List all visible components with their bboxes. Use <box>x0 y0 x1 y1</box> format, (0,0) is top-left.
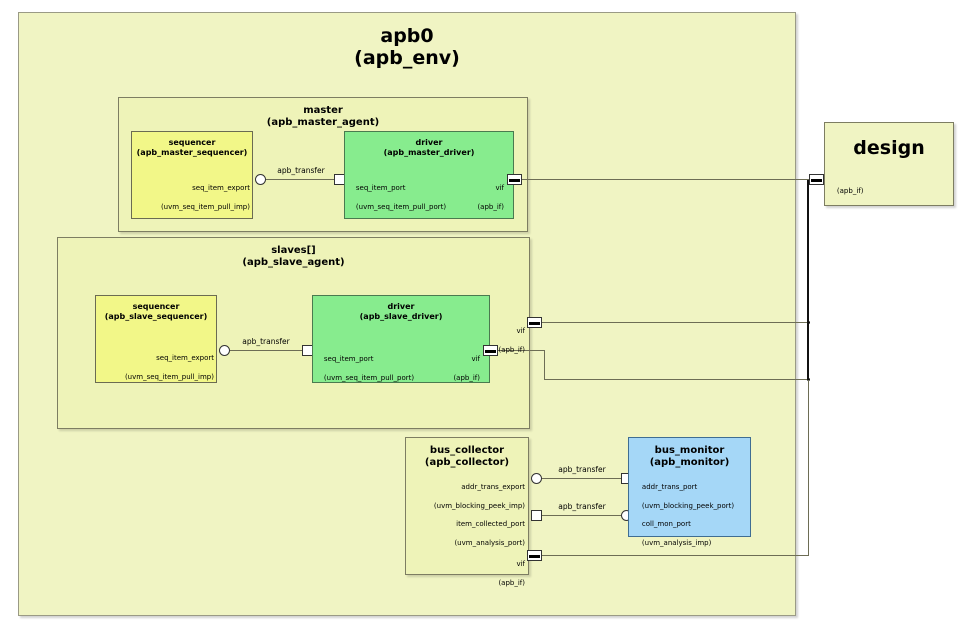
slave-driver-vif-port[interactable] <box>483 345 498 356</box>
master-sequencer-export-port[interactable] <box>255 174 266 185</box>
slave-driver-vif-wire-seg1 <box>498 350 544 351</box>
collector-vif-type: (apb_if) <box>498 579 525 588</box>
collector-vif-name: vif <box>516 560 525 569</box>
monitor-addr-port-type: (uvm_blocking_peek_port) <box>641 502 735 511</box>
master-driver-title: driver <box>415 138 443 147</box>
bus-collector-block: bus_collector (apb_collector) <box>405 437 529 575</box>
master-agent-subtitle: (apb_master_agent) <box>266 117 380 128</box>
slave-agent-vif-type: (apb_if) <box>498 346 525 355</box>
slave-agent-vif-name: vif <box>516 327 525 336</box>
master-seq-driver-wire <box>266 179 334 180</box>
design-bus-line <box>807 180 809 380</box>
master-drv-vif-type: (apb_if) <box>477 203 504 212</box>
collector-vif-wire-v <box>808 379 809 556</box>
collector-vif-port[interactable] <box>527 550 542 561</box>
slave-driver-block: driver (apb_slave_driver) <box>312 295 490 383</box>
master-transfer-label: apb_transfer <box>277 166 325 175</box>
bus-monitor-block: bus_monitor (apb_monitor) <box>628 437 751 537</box>
slave-seq-driver-wire <box>230 350 302 351</box>
slave-drv-port-type: (uvm_seq_item_pull_port) <box>323 374 415 383</box>
collector-monitor-wire-1 <box>542 478 621 479</box>
master-agent-title: master <box>303 105 343 116</box>
master-drv-port-name: seq_item_port <box>355 184 406 193</box>
slave-sequencer-title: sequencer <box>132 302 180 311</box>
slave-sequencer-block: sequencer (apb_slave_sequencer) <box>95 295 217 383</box>
monitor-addr-port-label: addr_trans_port (uvm_blocking_peek_port) <box>633 474 751 521</box>
collector-item-port-label: item_collected_port (uvm_analysis_port) <box>407 511 525 558</box>
bus-collector-title: bus_collector <box>429 445 505 456</box>
master-seq-export-type: (uvm_seq_item_pull_imp) <box>160 203 250 212</box>
bus-monitor-title: bus_monitor <box>654 445 725 456</box>
master-sequencer-title: sequencer <box>168 138 216 147</box>
slave-driver-vif-wire-seg2 <box>544 350 545 379</box>
master-sequencer-subtitle: (apb_master_sequencer) <box>136 148 248 157</box>
collector-item-collected-port[interactable] <box>531 510 542 521</box>
slave-driver-port-label: seq_item_port (uvm_seq_item_pull_port) <box>315 346 437 393</box>
collector-item-port-type: (uvm_analysis_port) <box>454 539 525 548</box>
slave-seq-export-name: seq_item_export <box>156 354 214 363</box>
bus-collector-subtitle: (apb_collector) <box>424 457 510 468</box>
design-block: design <box>824 122 954 206</box>
master-driver-subtitle: (apb_master_driver) <box>383 148 475 157</box>
monitor-addr-port-name: addr_trans_port <box>641 483 698 492</box>
monitor-coll-port-type: (uvm_analysis_imp) <box>641 539 712 548</box>
slave-sequencer-port-label: seq_item_export (uvm_seq_item_pull_imp) <box>97 345 214 392</box>
design-title: design <box>853 137 925 159</box>
monitor-coll-port-label: coll_mon_port (uvm_analysis_imp) <box>633 511 751 558</box>
collector-monitor-label-1: apb_transfer <box>558 465 606 474</box>
design-vif-label: (apb_if) <box>828 178 898 206</box>
slave-drv-port-name: seq_item_port <box>323 355 374 364</box>
collector-addr-export-type: (uvm_blocking_peek_imp) <box>433 502 525 511</box>
design-apb-if-port[interactable] <box>809 174 824 185</box>
collector-monitor-label-2: apb_transfer <box>558 502 606 511</box>
design-vif-type: (apb_if) <box>836 187 864 196</box>
master-vif-to-design-wire <box>522 179 809 180</box>
master-sequencer-port-label: seq_item_export (uvm_seq_item_pull_imp) <box>133 175 250 222</box>
master-sequencer-block: sequencer (apb_master_sequencer) <box>131 131 253 219</box>
env-title: apb0 <box>380 25 434 47</box>
master-driver-vif-label: vif (apb_if) <box>432 175 504 222</box>
slave-agent-title: slaves[] <box>271 245 316 256</box>
slave-agent-vif-port[interactable] <box>527 317 542 328</box>
slave-seq-export-type: (uvm_seq_item_pull_imp) <box>124 373 214 382</box>
slave-driver-subtitle: (apb_slave_driver) <box>359 312 443 321</box>
slave-driver-vif-wire-seg3 <box>544 379 809 380</box>
slave-drv-vif-name: vif <box>471 355 480 364</box>
collector-addr-trans-export-port[interactable] <box>531 473 542 484</box>
slave-drv-vif-type: (apb_if) <box>453 374 480 383</box>
bus-monitor-subtitle: (apb_monitor) <box>649 457 730 468</box>
slave-agent-vif-wire <box>542 322 809 323</box>
master-driver-port-label: seq_item_port (uvm_seq_item_pull_port) <box>347 175 467 222</box>
master-drv-port-type: (uvm_seq_item_pull_port) <box>355 203 447 212</box>
collector-vif-wire-h <box>542 555 809 556</box>
collector-addr-export-name: addr_trans_export <box>461 483 525 492</box>
slave-driver-title: driver <box>387 302 415 311</box>
collector-vif-label: vif (apb_if) <box>455 551 525 598</box>
slave-driver-vif-label: vif (apb_if) <box>408 346 480 393</box>
slave-sequencer-subtitle: (apb_slave_sequencer) <box>104 312 208 321</box>
master-drv-vif-name: vif <box>495 184 504 193</box>
slave-agent-vif-label: vif (apb_if) <box>455 318 525 365</box>
collector-item-port-name: item_collected_port <box>456 520 525 529</box>
monitor-coll-port-name: coll_mon_port <box>641 520 691 529</box>
master-seq-export-name: seq_item_export <box>192 184 250 193</box>
slave-sequencer-export-port[interactable] <box>219 345 230 356</box>
collector-addr-export-label: addr_trans_export (uvm_blocking_peek_imp… <box>407 474 525 521</box>
slave-transfer-label: apb_transfer <box>242 337 290 346</box>
collector-monitor-wire-2 <box>542 515 621 516</box>
master-driver-vif-port[interactable] <box>507 174 522 185</box>
env-subtitle: (apb_env) <box>354 47 460 69</box>
slave-agent-subtitle: (apb_slave_agent) <box>242 257 345 268</box>
